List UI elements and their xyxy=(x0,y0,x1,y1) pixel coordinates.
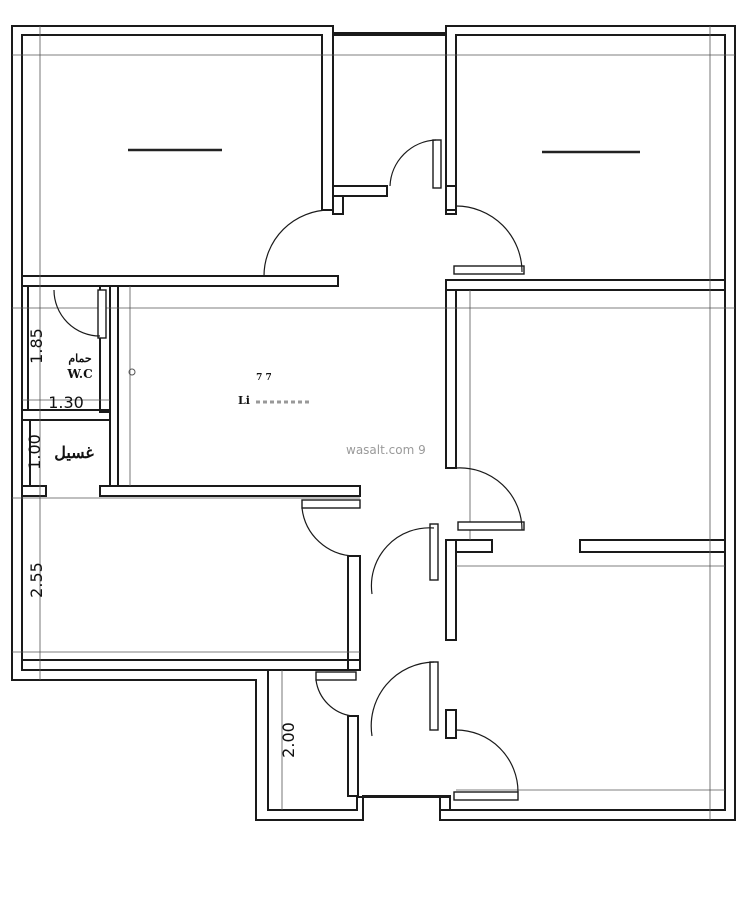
door-swing xyxy=(370,661,435,737)
fixtures xyxy=(128,148,640,404)
door-leaf xyxy=(453,791,519,801)
door-leaf xyxy=(457,521,525,531)
dimension-labels: 1.85 1.30 1.00 2.55 2.00 xyxy=(25,328,298,758)
grid-lines xyxy=(12,26,735,820)
door-leaf xyxy=(453,265,525,275)
door-leaf xyxy=(429,523,439,581)
door-leaf xyxy=(315,671,357,681)
door-leaf xyxy=(432,139,442,189)
door-swing xyxy=(301,507,355,557)
dim-bathroom-width: 1.30 xyxy=(48,393,84,412)
door-swing xyxy=(315,679,353,717)
door-swing xyxy=(263,209,331,277)
door-swing xyxy=(455,467,523,531)
doors xyxy=(53,139,525,801)
living-label: Li xyxy=(238,394,250,407)
door-leaf xyxy=(97,289,107,339)
dim-bathroom-height: 1.85 xyxy=(27,328,46,364)
dim-room-height: 2.55 xyxy=(27,562,46,598)
bathroom-label-ar: حمام xyxy=(68,352,92,365)
door-swing xyxy=(455,729,519,793)
interior-walls xyxy=(21,185,726,811)
living-marks: 7 7 xyxy=(256,373,272,383)
door-leaf xyxy=(301,499,361,509)
door-swing xyxy=(370,527,435,595)
room-labels: حمام W.C غسيل 7 7 Li xyxy=(54,352,272,462)
door-swing xyxy=(389,139,437,187)
outer-walls xyxy=(11,25,736,821)
dim-wash-height: 1.00 xyxy=(25,434,44,470)
bathroom-label-en: W.C xyxy=(66,367,92,381)
dim-storage-height: 2.00 xyxy=(279,722,298,758)
wash-label-ar: غسيل xyxy=(54,443,94,462)
door-swing xyxy=(455,205,523,273)
watermark: wasalt.com 9 xyxy=(346,443,426,457)
door-leaf xyxy=(429,661,439,731)
door-swing xyxy=(53,289,101,337)
